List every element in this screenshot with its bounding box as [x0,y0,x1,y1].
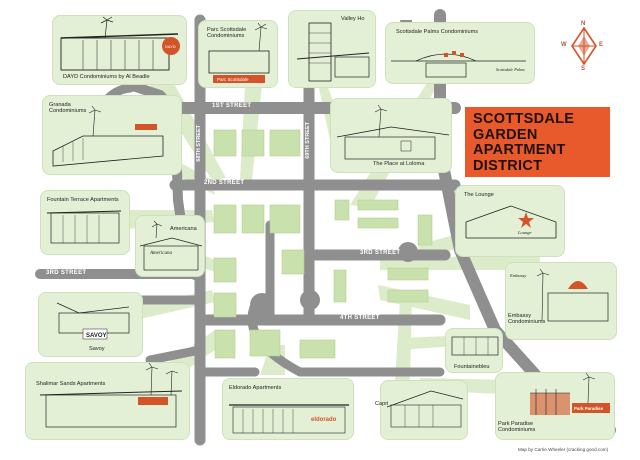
fountain-terrace-label: Fountain Terrace Apartments [47,197,119,203]
street-label-68th: 68TH STREET [196,125,202,162]
street-label-2nd: 2ND STREET [204,180,245,186]
americana-sign-text: Americana [149,251,172,256]
place-card-savoy[interactable]: SAVOY Savoy [38,292,143,357]
street-label-3rd-east: 3RD STREET [360,250,401,256]
street-label-3rd-west: 3RD STREET [46,270,87,276]
savoy-label: Savoy [89,346,105,352]
place-card-americana[interactable]: Americana Americana [135,215,205,277]
embassy-building-illustration: Embassy [509,268,609,322]
capri-building-illustration [386,390,464,428]
street-label-1st: 1ST STREET [212,103,252,109]
place-card-place-loloma[interactable]: The Place at Loloma [330,98,452,173]
place-card-embassy[interactable]: Embassy Embassy Condominiums [505,262,617,340]
place-loloma-building-illustration [336,104,450,160]
shalimar-building-illustration [39,363,183,428]
parc-building-illustration: Parc Scottsdale [208,22,270,83]
place-loloma-label: The Place at Loloma [373,161,425,167]
lounge-building-illustration: Lounge [465,205,557,239]
lounge-sign-text: Lounge [517,230,532,235]
place-card-granada[interactable]: Granada Condominiums [42,95,182,175]
ddkeo-sign-text: DAYD [165,44,176,49]
palms-sign-text: Scottsdale Palms [496,67,525,72]
eldorado-building-illustration: eldorado [229,404,349,434]
place-card-eldorado[interactable]: eldorado Eldorado Apartments [222,378,354,440]
compass-n: N [581,21,586,27]
place-card-palms[interactable]: Scottsdale Palms Scottsdale Palms Condom… [385,22,535,84]
park-paradise-label: Park Paradise Condominiums [498,421,536,434]
embassy-label: Embassy Condominiums [508,313,546,326]
place-card-parc[interactable]: Parc Scottsdale Parc Scottsdale Condomin… [198,20,278,88]
compass-rose-icon [571,26,597,66]
parc-sign-text: Parc Scottsdale [217,77,249,82]
place-card-park-paradise[interactable]: Park Paradise Park Paradise Condominiums [495,372,615,440]
capri-label: Capri [375,401,389,407]
eldorado-sign-text: eldorado [311,417,337,423]
compass-e: E [599,42,604,48]
embassy-sign-text: Embassy [509,273,527,278]
americana-building-illustration: Americana [139,220,203,271]
place-card-capri[interactable]: Capri [375,380,468,440]
eldorado-label: Eldorado Apartments [229,385,282,391]
place-card-shalimar[interactable]: Shalimar Sands Apartments [25,362,190,440]
street-label-69th: 69TH STREET [305,122,311,159]
shalimar-label: Shalimar Sands Apartments [36,381,106,387]
ddkeo-building-illustration: DAYD [60,16,180,71]
compass-w: W [561,42,567,48]
palms-building-illustration: Scottsdale Palms [391,51,526,78]
map-credit: Map by Carrie Wheeler (cracking good.com… [518,447,609,452]
savoy-sign-text: SAVOY [86,333,107,339]
place-card-fountain-terrace[interactable]: Fountain Terrace Apartments [40,190,130,255]
fontainebleu-building-illustration [451,336,499,356]
granada-label: Granada Condominiums [49,102,87,115]
compass-s: S [581,66,586,72]
granada-building-illustration [52,105,164,167]
city-blocks [213,129,433,359]
valley-ho-label: Valley Ho [341,16,365,22]
ddkeo-label: DAYD Condominiums by Al Beadle [63,74,150,80]
fountain-terrace-building-illustration [46,210,122,244]
parc-label: Parc Scottsdale Condominiums [207,27,247,40]
park-paradise-sign-text: Park Paradise [574,406,604,411]
savoy-building-illustration: SAVOY [56,302,130,340]
place-card-valley-ho[interactable]: Valley Ho [288,10,376,88]
map-title: SCOTTSDALE GARDEN APARTMENT DISTRICT [465,107,610,177]
place-card-fontainebleu[interactable]: Fountainebleu [445,328,503,373]
fontainebleu-label: Fountainebleu [454,364,490,370]
americana-label: Americana [170,226,197,232]
street-label-4th: 4TH STREET [340,315,380,321]
valley-ho-building-illustration [296,22,370,82]
palms-label: Scottsdale Palms Condominiums [396,29,479,35]
park-paradise-building-illustration: Park Paradise [530,373,610,415]
place-card-ddkeo[interactable]: DAYD DAYD Condominiums by Al Beadle [52,15,187,85]
place-card-lounge[interactable]: Lounge The Lounge [455,185,565,257]
lounge-label: The Lounge [464,192,494,198]
